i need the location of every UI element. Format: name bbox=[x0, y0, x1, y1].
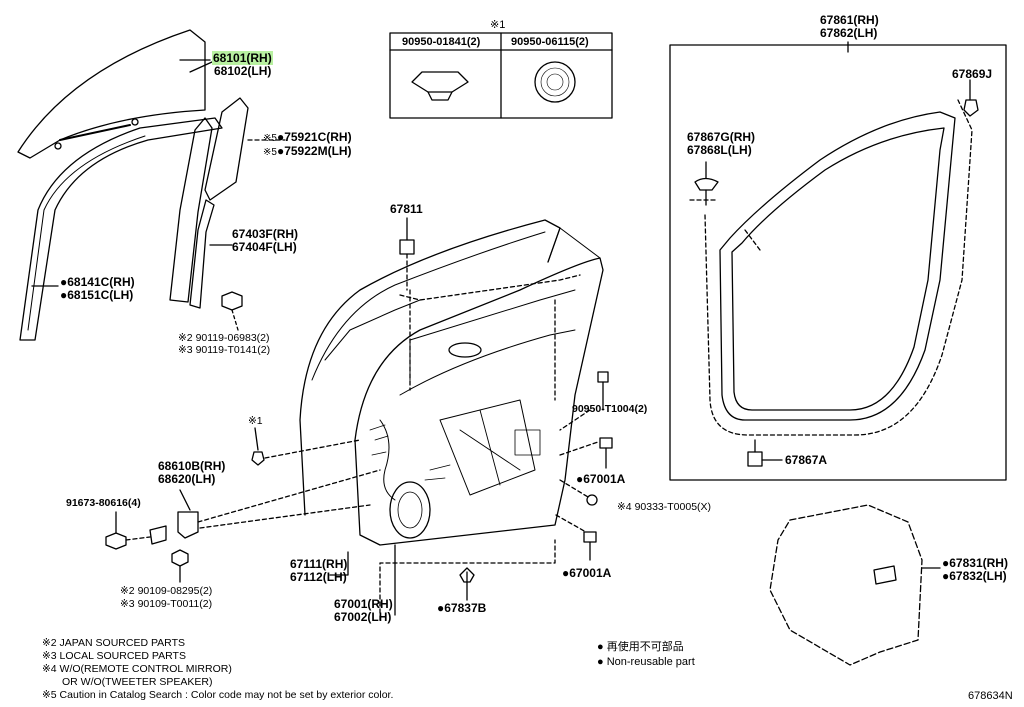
inner-panel-part-lh[interactable]: 67112(LH) bbox=[290, 570, 347, 584]
door-assy-part-rh[interactable]: 67001(RH) bbox=[334, 597, 393, 611]
part-90950-t1004[interactable]: 90950-T1004(2) bbox=[572, 403, 648, 415]
clip-weather-part-lh[interactable]: 67868L(LH) bbox=[687, 143, 752, 157]
molding-shape bbox=[204, 97, 249, 201]
bolt-bottom-jp[interactable]: ※2 90109-08295(2) bbox=[120, 585, 213, 597]
legend-en: ● Non-reusable part bbox=[597, 656, 695, 668]
part-67837b[interactable]: ●67837B bbox=[437, 601, 487, 615]
door-inner-frame bbox=[354, 257, 604, 546]
run-channel-shape bbox=[19, 117, 223, 341]
legend-jp: ● 再使用不可部品 bbox=[597, 641, 684, 653]
rear-guide-shape bbox=[189, 199, 215, 309]
hinge-part-rh[interactable]: 68610B(RH) bbox=[158, 459, 226, 473]
clip-part-2[interactable]: 90950-06115(2) bbox=[511, 36, 589, 48]
note-tweeter: OR W/O(TWEETER SPEAKER) bbox=[62, 676, 213, 688]
service-cover-part-rh[interactable]: ●67831(RH) bbox=[942, 556, 1008, 570]
weatherstrip-part-rh[interactable]: 67861(RH) bbox=[820, 13, 879, 27]
part-90333-t0005[interactable]: ※4 90333-T0005(X) bbox=[617, 501, 712, 513]
bolt-top-jp[interactable]: ※2 90119-06983(2) bbox=[178, 332, 270, 344]
note-color-code: ※5 Caution in Catalog Search : Color cod… bbox=[42, 689, 394, 701]
hinge-shape bbox=[177, 511, 199, 539]
bolt-top-local[interactable]: ※3 90119-T0141(2) bbox=[178, 344, 271, 356]
hinge-part-lh[interactable]: 68620(LH) bbox=[158, 472, 216, 486]
service-cover-part-lh[interactable]: ●67832(LH) bbox=[942, 569, 1007, 583]
part-67811[interactable]: 67811 bbox=[390, 202, 423, 216]
service-cover-shape bbox=[769, 504, 923, 666]
part-67001a-upper[interactable]: ●67001A bbox=[576, 472, 626, 486]
diagram-id: 678634N bbox=[968, 690, 1013, 702]
door-assy-part-lh[interactable]: 67002(LH) bbox=[334, 610, 392, 624]
clip-weather-part-rh[interactable]: 67867G(RH) bbox=[687, 130, 756, 144]
clip-marker-1: ※1 bbox=[248, 415, 263, 427]
guide-part-lh[interactable]: 67404F(LH) bbox=[232, 240, 297, 254]
part-91673-80616[interactable]: 91673-80616(4) bbox=[66, 497, 141, 509]
molding-part-rh[interactable]: ※5●75921C(RH) bbox=[263, 130, 352, 145]
run-channel-part-rh[interactable]: ●68141C(RH) bbox=[60, 275, 135, 289]
clip-part-1[interactable]: 90950-01841(2) bbox=[402, 36, 481, 48]
molding-part-lh[interactable]: ※5●75922M(LH) bbox=[263, 144, 352, 159]
glass-leader bbox=[189, 61, 213, 73]
inner-panel-part-rh[interactable]: 67111(RH) bbox=[290, 557, 348, 571]
door-glass-shape bbox=[17, 29, 206, 159]
glass-part-rh[interactable]: 68101(RH) bbox=[212, 51, 273, 65]
weatherstrip-part-lh[interactable]: 67862(LH) bbox=[820, 26, 878, 40]
note-remote-mirror: ※4 W/O(REMOTE CONTROL MIRROR) bbox=[42, 663, 232, 675]
run-channel-part-lh[interactable]: ●68151C(LH) bbox=[60, 288, 134, 302]
division-bar-shape bbox=[169, 117, 213, 303]
guide-part-rh[interactable]: 67403F(RH) bbox=[232, 227, 299, 241]
weatherstrip-box bbox=[669, 44, 1007, 481]
bolt-bottom-local[interactable]: ※3 90109-T0011(2) bbox=[120, 598, 213, 610]
clip-box-mark: ※1 bbox=[490, 19, 506, 31]
part-67001a-lower[interactable]: ●67001A bbox=[562, 566, 612, 580]
part-67867a[interactable]: 67867A bbox=[785, 453, 828, 467]
part-67869j[interactable]: 67869J bbox=[952, 67, 993, 81]
note-japan-sourced: ※2 JAPAN SOURCED PARTS bbox=[42, 637, 185, 649]
door-panel-outer bbox=[299, 219, 561, 516]
weatherstrip-shape bbox=[719, 111, 956, 421]
glass-part-lh[interactable]: 68102(LH) bbox=[214, 64, 272, 78]
note-local-sourced: ※3 LOCAL SOURCED PARTS bbox=[42, 650, 186, 662]
